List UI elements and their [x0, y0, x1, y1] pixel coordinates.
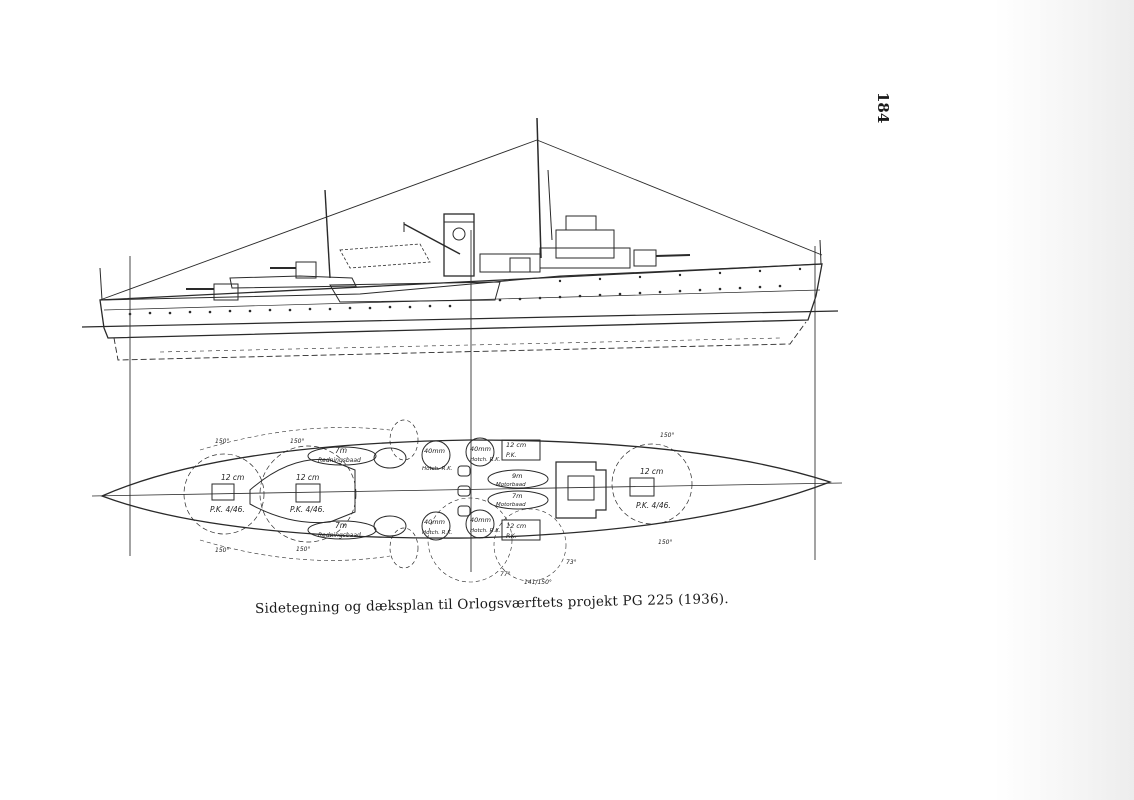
- label-aa-port: 40mm: [424, 447, 445, 455]
- label-boat-stbd: 7m: [335, 521, 347, 530]
- reference-lines: [129, 230, 816, 572]
- label-arc-d: 150°: [215, 547, 229, 554]
- label-boat-port-name: Redningsbaad: [318, 457, 361, 464]
- page-number: 184: [874, 92, 892, 124]
- label-boat-stbd-name: Redningsbaad: [318, 532, 361, 539]
- label-aa-stbd: 40mm: [424, 518, 445, 526]
- label-motorboat1: 9m: [512, 472, 522, 480]
- label-arc-bottom: 141/150°: [524, 579, 552, 586]
- scan-shadow: [994, 0, 1134, 800]
- label-aa-port2: 40mm: [470, 445, 491, 453]
- label-arc-73: 73°: [566, 559, 577, 566]
- label-aa-stbd2: 40mm: [470, 516, 491, 524]
- label-arc-77: 77°: [500, 571, 511, 578]
- label-gun-mid-port-type: P.K.: [506, 452, 517, 459]
- label-gun-aft1-type: P.K. 4/46.: [290, 505, 325, 514]
- label-gun-aft1: 12 cm: [296, 473, 319, 482]
- label-gun-fwd-type: P.K. 4/46.: [210, 505, 245, 514]
- label-aa-stbd2-type: Hotch. R.K.: [470, 528, 501, 534]
- label-arc-c: 150°: [660, 432, 674, 439]
- label-motorboat2: 7m: [512, 492, 522, 500]
- label-boat-port: 7m: [335, 446, 347, 455]
- label-motorboat2-name: Motorbaad: [496, 502, 526, 508]
- label-arc-b: 150°: [290, 438, 304, 445]
- label-arc-f: 150°: [658, 539, 672, 546]
- label-gun-mid-port: 12 cm: [506, 441, 526, 449]
- label-aa-stbd-type: Hotch. R.K.: [422, 530, 453, 536]
- deck-plan-labels: 12 cm P.K. 4/46. 12 cm P.K. 4/46. 12 cm …: [210, 432, 674, 586]
- label-gun-mid-stbd: 12 cm: [506, 522, 526, 530]
- label-gun-mid-stbd-type: P.K.: [506, 533, 517, 540]
- deck-plan: [91, 419, 843, 583]
- label-arc-a: 150°: [215, 438, 229, 445]
- label-aa-port2-type: Hotch. R.K.: [470, 457, 501, 463]
- label-aa-port-type: Hotch. R.K.: [422, 466, 453, 472]
- label-gun-aft2: 12 cm: [640, 467, 663, 476]
- label-gun-fwd: 12 cm: [221, 473, 244, 482]
- label-arc-e: 150°: [296, 546, 310, 553]
- label-gun-aft2-type: P.K. 4/46.: [636, 501, 671, 510]
- side-elevation: [81, 117, 839, 361]
- label-motorboat1-name: Motorbaad: [496, 482, 526, 488]
